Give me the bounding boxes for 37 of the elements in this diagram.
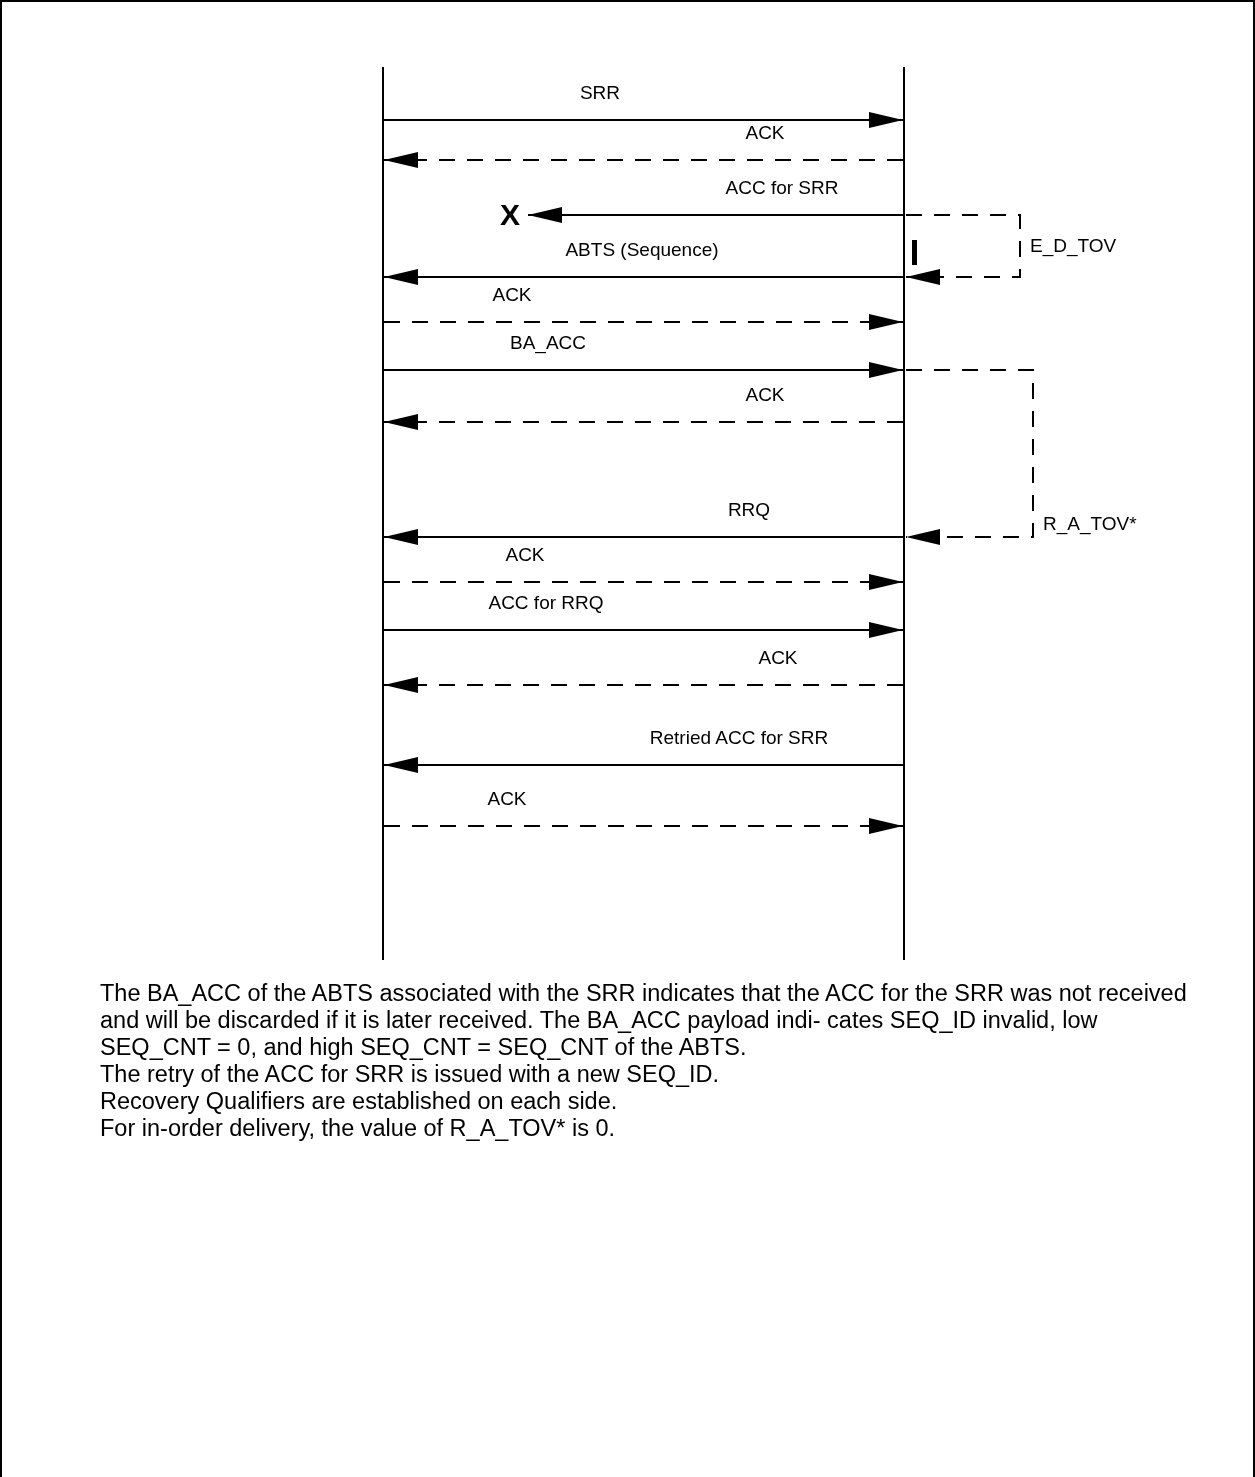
timer-label: E_D_TOV — [1030, 235, 1117, 257]
lifeline — [382, 67, 384, 960]
message-arrow — [383, 529, 904, 545]
note-text: The BA_ACC of the ABTS associated with the SRR indicates that the ACC for the SRR was not received and will be discarded if it is later received. The BA_ACC payload indi- cates SEQ_ID invalid, low SEQ_CNT = 0, and high SEQ_CNT = SEQ_CNT of the ABTS. — [100, 980, 1188, 1061]
message-label: ACK — [487, 788, 527, 810]
message-label: ACK — [492, 284, 532, 306]
message-arrow — [383, 574, 904, 590]
message-arrow — [383, 152, 904, 168]
timeout-arrow — [905, 214, 1021, 285]
message-label: ACK — [758, 647, 798, 669]
message-arrow — [383, 414, 904, 430]
note-text: The retry of the ACC for SRR is issued with a new SEQ_ID. — [100, 1061, 720, 1088]
note-text: For in-order delivery, the value of R_A_TOV* is 0. — [100, 1115, 616, 1142]
message-arrow — [383, 622, 904, 638]
timer-label: R_A_TOV* — [1043, 513, 1137, 535]
message-arrow — [383, 677, 904, 693]
message-label: ACC for SRR — [725, 177, 839, 199]
message-label: ACK — [745, 384, 785, 406]
message-arrow — [383, 362, 904, 378]
message-label: Retried ACC for SRR — [649, 727, 829, 749]
message-label: ACC for RRQ — [488, 592, 604, 614]
message-label: BA_ACC — [510, 332, 586, 354]
message-label: SRR — [579, 82, 621, 104]
message-label: ACK — [745, 122, 785, 144]
message-arrow — [527, 207, 904, 223]
message-arrow — [383, 818, 904, 834]
message-arrow — [383, 112, 904, 128]
lost-message-mark: X — [500, 199, 520, 231]
message-arrow — [383, 269, 904, 285]
message-arrow — [383, 314, 904, 330]
message-label: ABTS (Sequence) — [565, 239, 719, 261]
message-arrow — [383, 757, 904, 773]
note-text: Recovery Qualifiers are established on each side. — [100, 1088, 618, 1115]
message-label: ACK — [505, 544, 545, 566]
message-label: RRQ — [727, 499, 771, 521]
lifeline — [903, 67, 905, 960]
timeout-arrow — [905, 369, 1034, 545]
